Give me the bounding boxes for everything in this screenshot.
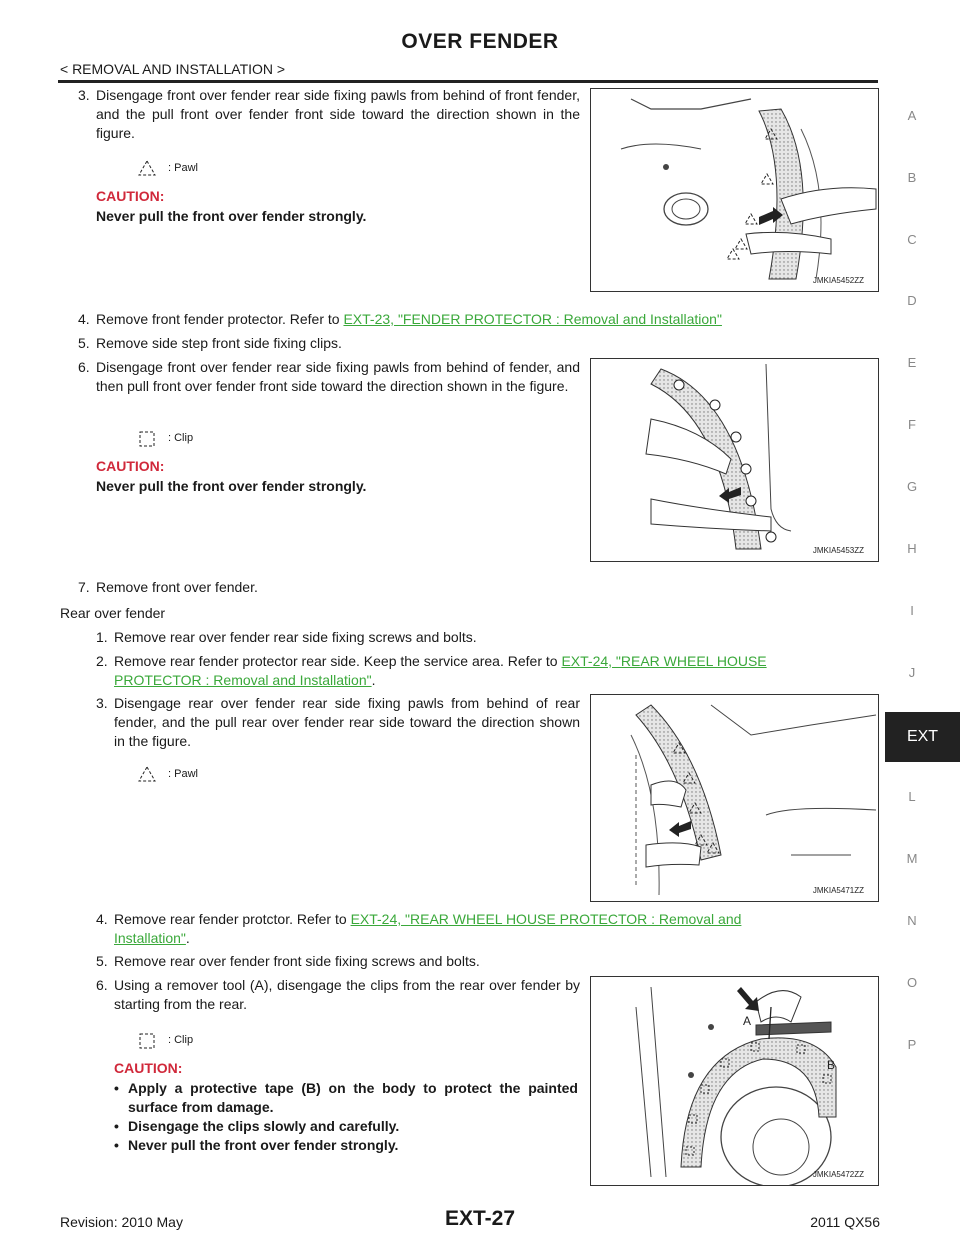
pawl-legend-label: : Pawl — [168, 768, 198, 780]
caution-bullet-marker: • — [114, 1137, 119, 1153]
figure-front-clips-drawing — [645, 363, 792, 550]
rear-wheel-house-link-2[interactable]: EXT-24, "REAR WHEEL HOUSE PROTECTOR : Re… — [350, 911, 742, 927]
pawl-legend-icon — [138, 159, 156, 181]
side-tab-e[interactable]: E — [907, 355, 917, 370]
caution-heading: CAUTION: — [114, 1060, 183, 1076]
figure-rear-pawls-drawing — [630, 704, 877, 896]
figure-front-clips: JMKIA5453ZZ — [590, 358, 879, 562]
clip-legend-label: : Clip — [168, 1034, 194, 1046]
side-tab-p[interactable]: P — [907, 1037, 917, 1052]
side-tab-j[interactable]: J — [908, 665, 916, 680]
side-tab-g[interactable]: G — [906, 479, 918, 494]
side-tab-ext-active[interactable]: EXT — [885, 712, 960, 762]
caution-item-3: Never pull the front over fender strongl… — [128, 1137, 399, 1153]
rear-wheel-house-link-cont[interactable]: PROTECTOR : Removal and Installation" — [114, 672, 372, 688]
footer-model: 2011 QX56 — [810, 1214, 880, 1230]
caution-item-2: Disengage the clips slowly and carefully… — [128, 1118, 400, 1134]
figure-rear-pawls: JMKIA5471ZZ — [590, 694, 879, 902]
figure-front-pawls: JMKIA5452ZZ — [590, 88, 879, 292]
figure-id: JMKIA5452ZZ — [812, 276, 864, 285]
caution-bullet-marker: • — [114, 1080, 119, 1096]
remover-tool-label: A — [743, 1014, 751, 1028]
section-breadcrumb: < REMOVAL AND INSTALLATION > — [60, 61, 286, 77]
side-tab-b[interactable]: B — [907, 170, 917, 185]
side-tab-f[interactable]: F — [908, 417, 916, 432]
rear-over-fender-heading: Rear over fender — [60, 605, 166, 621]
rear-wheel-house-link-2-cont[interactable]: Installation" — [114, 930, 186, 946]
caution-heading: CAUTION: — [96, 188, 165, 204]
caution-text: Never pull the front over fender strongl… — [96, 208, 367, 224]
side-tab-d[interactable]: D — [907, 293, 917, 308]
rear-wheel-house-link[interactable]: EXT-24, "REAR WHEEL HOUSE — [561, 653, 767, 669]
figure-id: JMKIA5471ZZ — [812, 886, 864, 895]
protective-tape-label: B — [827, 1058, 835, 1072]
caution-heading: CAUTION: — [96, 458, 165, 474]
side-tab-l[interactable]: L — [908, 789, 916, 804]
figure-id: JMKIA5453ZZ — [812, 546, 864, 555]
side-tab-i[interactable]: I — [910, 603, 914, 618]
page-title: OVER FENDER — [401, 30, 559, 53]
figure-front-pawls-drawing — [620, 98, 877, 280]
figure-id: JMKIA5472ZZ — [812, 1170, 864, 1179]
caution-item-1: Apply a protective tape (B) on the body … — [128, 1080, 578, 1115]
pawl-legend-label: : Pawl — [168, 162, 198, 174]
side-tab-c[interactable]: C — [907, 232, 917, 247]
figure-rear-clips-remover: A B JMKIA5472ZZ — [590, 976, 879, 1186]
clip-legend-icon — [138, 1032, 156, 1055]
caution-bullet-marker: • — [114, 1118, 119, 1134]
page-number: EXT-27 — [444, 1207, 516, 1230]
fender-protector-link[interactable]: EXT-23, "FENDER PROTECTOR : Removal and … — [343, 311, 722, 327]
clip-legend-icon — [138, 430, 156, 453]
side-tab-h[interactable]: H — [907, 541, 917, 556]
clip-legend-label: : Clip — [168, 432, 194, 444]
side-tab-n[interactable]: N — [907, 913, 917, 928]
side-tab-m[interactable]: M — [906, 851, 918, 866]
figure-rear-clips-remover-drawing: A B — [635, 986, 837, 1185]
footer-revision: Revision: 2010 May — [60, 1214, 183, 1230]
header-rule — [58, 80, 878, 83]
pawl-legend-icon — [138, 765, 156, 787]
side-tab-o[interactable]: O — [906, 975, 918, 990]
side-tab-a[interactable]: A — [907, 108, 917, 123]
caution-text: Never pull the front over fender strongl… — [96, 478, 367, 494]
